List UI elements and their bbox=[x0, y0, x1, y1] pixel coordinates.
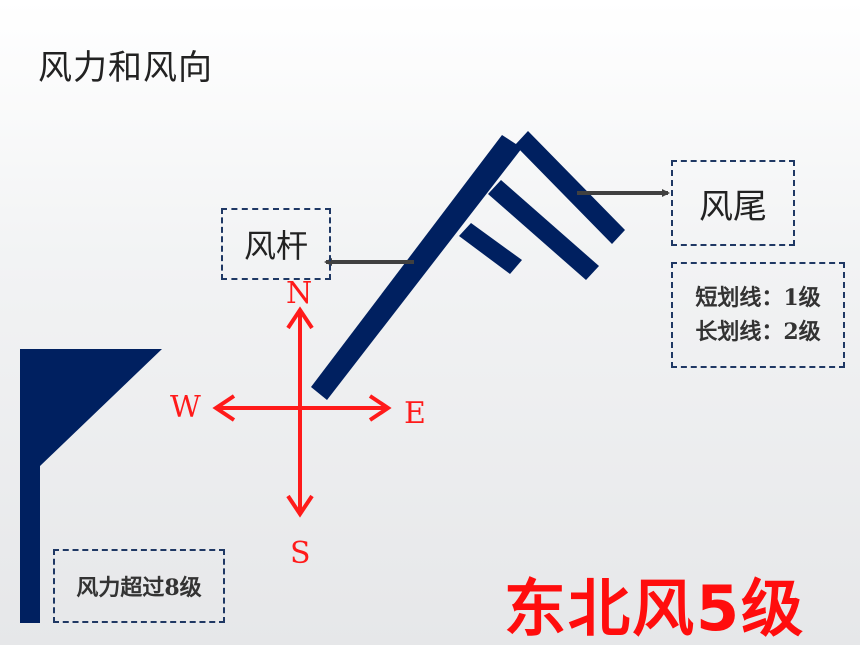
over8-flag-symbol bbox=[20, 349, 162, 623]
slide-title: 风力和风向 bbox=[38, 48, 213, 88]
long-line-note: 长划线：2级 bbox=[695, 319, 821, 345]
over8-label-box: 风力超过8级 bbox=[53, 549, 225, 623]
tail-label: 风尾 bbox=[699, 186, 767, 227]
wind-pole bbox=[311, 135, 522, 400]
long-barb-1 bbox=[515, 131, 625, 244]
compass-east-label: E bbox=[404, 396, 426, 431]
over8-label: 风力超过8级 bbox=[76, 575, 202, 601]
result-text: 东北风5级 bbox=[504, 572, 806, 645]
compass-west-label: W bbox=[170, 390, 201, 425]
compass-icon bbox=[212, 306, 392, 518]
long-barb-2 bbox=[488, 180, 599, 280]
barb-notes-box: 短划线：1级 长划线：2级 bbox=[671, 262, 845, 368]
pole-label: 风杆 bbox=[243, 227, 308, 265]
compass-south-label: S bbox=[290, 536, 311, 571]
pole-label-box: 风杆 bbox=[221, 208, 331, 280]
short-barb bbox=[459, 223, 522, 274]
compass-north-label: N bbox=[286, 276, 313, 311]
short-line-note: 短划线：1级 bbox=[695, 285, 821, 311]
tail-label-box: 风尾 bbox=[671, 160, 795, 246]
